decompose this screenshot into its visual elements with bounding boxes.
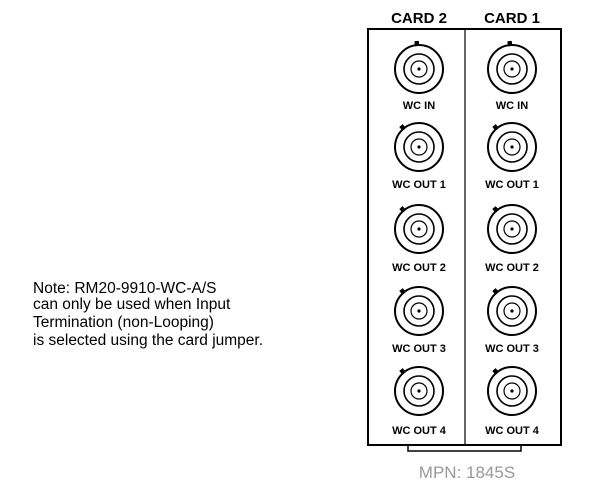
note-line: Note: RM20-9910-WC-A/S: [33, 280, 216, 297]
connector-label-wc-in: WC IN: [403, 100, 435, 112]
card-2-header: CARD 2: [391, 10, 447, 27]
note-text: Note: RM20-9910-WC-A/S can only be used …: [33, 280, 263, 349]
connector-label-wc-out-1: WC OUT 1: [485, 179, 539, 191]
bnc-connector: [487, 366, 537, 416]
connector-label-wc-out-3: WC OUT 3: [485, 343, 539, 355]
connector-label-wc-out-3: WC OUT 3: [392, 343, 446, 355]
connector-label-wc-in: WC IN: [496, 100, 528, 112]
note-line: can only be used when Input: [33, 296, 231, 313]
bnc-connector: [487, 204, 537, 254]
connector-label-wc-out-4: WC OUT 4: [392, 425, 447, 437]
note-line: is selected using the card jumper.: [33, 332, 263, 349]
connector-label-wc-out-4: WC OUT 4: [485, 425, 540, 437]
note-line: Termination (non-Looping): [33, 314, 214, 331]
bnc-connector: [394, 204, 444, 254]
connector-label-wc-out-1: WC OUT 1: [392, 179, 446, 191]
bnc-connector: [487, 286, 537, 336]
bnc-connector: [394, 122, 444, 172]
connector-label-wc-out-2: WC OUT 2: [485, 262, 539, 274]
card-2-column: WC IN WC OUT 1 WC OUT 2 WC OUT 3 WC OUT …: [392, 40, 447, 437]
mpn-label: MPN: 1845S: [419, 463, 515, 482]
connector-label-wc-out-2: WC OUT 2: [392, 262, 446, 274]
panel-bottom-tab: [407, 444, 522, 452]
bnc-connector: [394, 40, 444, 94]
bnc-connector: [394, 286, 444, 336]
bnc-connector: [487, 122, 537, 172]
bnc-connector: [487, 40, 537, 94]
card-1-column: WC IN WC OUT 1 WC OUT 2 WC OUT 3 WC OUT …: [485, 40, 540, 437]
bnc-connector: [394, 366, 444, 416]
card-1-header: CARD 1: [484, 10, 540, 27]
